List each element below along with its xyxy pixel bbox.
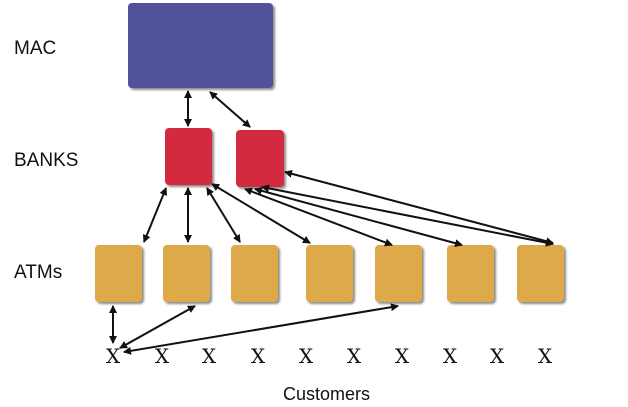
customer-mark: X [537, 344, 553, 368]
atm-box [375, 245, 422, 302]
bidirectional-arrow [284, 169, 554, 246]
mac-box [128, 3, 273, 88]
customer-mark: X [442, 344, 458, 368]
atms-label: ATMs [14, 262, 63, 283]
bidirectional-arrow [206, 187, 241, 243]
bank-box [165, 128, 212, 185]
bank-box [236, 130, 284, 187]
customer-mark: X [105, 344, 121, 368]
bidirectional-arrow [261, 184, 554, 247]
mac-label: MAC [14, 38, 57, 59]
atm-box [306, 245, 353, 302]
bidirectional-arrow [209, 91, 251, 128]
atm-box [163, 245, 210, 302]
atm-box [231, 245, 278, 302]
bidirectional-arrow [254, 186, 463, 248]
atm-box [517, 245, 564, 302]
atm-box [95, 245, 142, 302]
banks-label: BANKS [14, 150, 79, 171]
customers-label: Customers [283, 384, 371, 404]
bidirectional-arrow [142, 187, 168, 243]
customer-mark: X [489, 344, 505, 368]
atm-box [447, 245, 494, 302]
bidirectional-arrow [123, 303, 399, 355]
